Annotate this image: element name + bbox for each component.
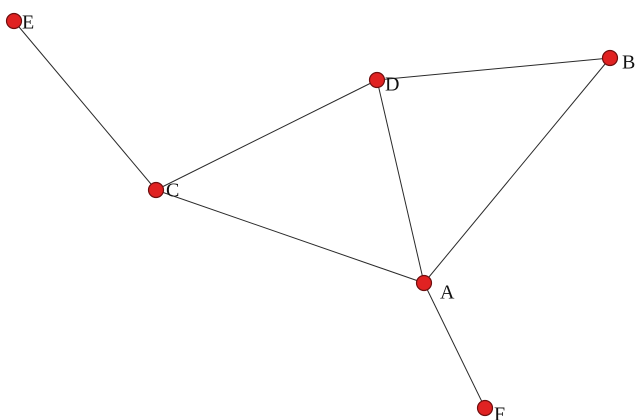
node-label-a: A	[440, 282, 455, 304]
node-c	[147, 181, 165, 199]
edge-e-c	[13, 20, 157, 191]
edge-a-f	[423, 282, 486, 409]
labels-layer: A B C D E F	[22, 12, 635, 420]
edge-c-a	[155, 189, 425, 284]
edge-c-d	[155, 79, 378, 191]
edges-layer	[13, 20, 611, 409]
node-b	[601, 49, 619, 67]
edge-d-a	[376, 79, 425, 284]
node-label-d: D	[385, 74, 399, 96]
node-f	[476, 399, 494, 417]
node-label-f: F	[494, 404, 505, 420]
node-label-e: E	[22, 12, 34, 34]
nodes-layer	[5, 12, 619, 417]
edge-b-a	[423, 57, 611, 284]
node-label-c: C	[166, 180, 179, 202]
node-a	[415, 274, 433, 292]
edge-d-b	[376, 57, 611, 81]
node-label-b: B	[622, 52, 635, 74]
node-e	[5, 12, 23, 30]
node-d	[368, 71, 386, 89]
